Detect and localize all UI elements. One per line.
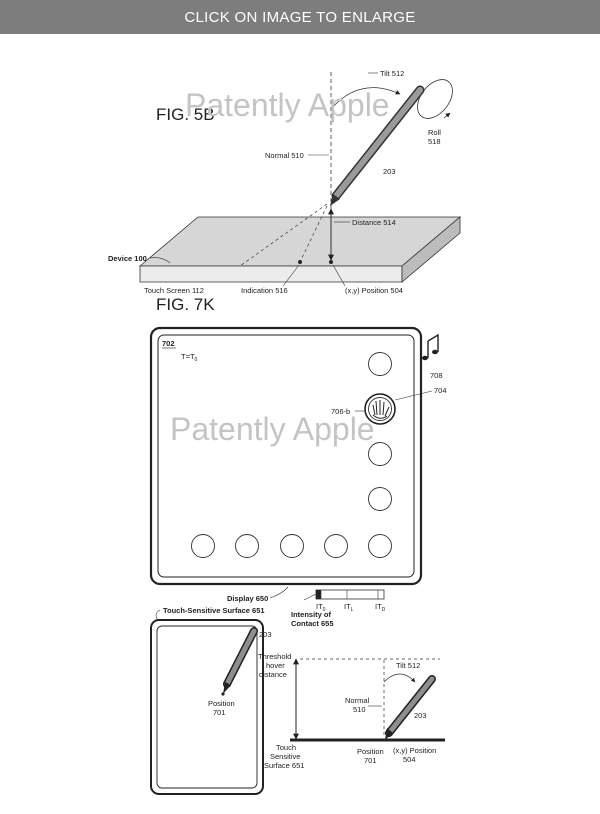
label-roll: Roll bbox=[428, 128, 441, 137]
label-normal-line1: Normal bbox=[345, 696, 370, 705]
label-ts-line3: Surface 651 bbox=[264, 761, 304, 770]
watermark-top: Patently Apple bbox=[185, 87, 390, 123]
label-threshold-line2: hover bbox=[266, 661, 285, 670]
leader-indication bbox=[282, 264, 300, 287]
label-distance-514: Distance 514 bbox=[352, 218, 396, 227]
label-ts-line2: Sensitive bbox=[270, 752, 300, 761]
app-icon-right-4[interactable] bbox=[368, 487, 392, 511]
roll-ellipse bbox=[417, 79, 453, 119]
leader-display bbox=[269, 586, 289, 599]
stylus-5b bbox=[330, 85, 425, 206]
app-icon-right-1[interactable] bbox=[368, 352, 392, 376]
device-side-edge bbox=[401, 216, 461, 283]
label-ts-line1: Touch bbox=[276, 743, 296, 752]
fig-7k: FIG. 7K 702 T=T0 708 706-b 704 bbox=[149, 295, 447, 795]
fig-5b-title: FIG. 5B bbox=[156, 105, 215, 124]
leader-position bbox=[332, 264, 346, 287]
label-intensity-line2: Contact 655 bbox=[291, 619, 334, 628]
label-position-line1: Position bbox=[208, 699, 235, 708]
stylus-7k-side bbox=[385, 675, 436, 740]
label-stylus-203-side: 203 bbox=[414, 711, 427, 720]
label-normal-510: Normal 510 bbox=[265, 151, 304, 160]
fig-7k-title: FIG. 7K bbox=[156, 295, 215, 314]
label-time: T=T0 bbox=[181, 352, 198, 363]
tilt-arc-7k bbox=[383, 673, 416, 683]
dock-icon-1[interactable] bbox=[191, 534, 215, 558]
enlarge-banner-text: CLICK ON IMAGE TO ENLARGE bbox=[184, 8, 416, 26]
app-icon-right-3[interactable] bbox=[368, 442, 392, 466]
label-itl: ITL bbox=[344, 602, 354, 613]
label-704: 704 bbox=[434, 386, 447, 395]
label-display-702: 702 bbox=[162, 339, 175, 348]
leader-704 bbox=[394, 390, 433, 401]
hand-cursor-icon bbox=[372, 400, 390, 419]
label-xy-line2: 504 bbox=[403, 755, 416, 764]
watermark-middle: Patently Apple bbox=[170, 411, 375, 447]
dock-icon-3[interactable] bbox=[280, 534, 304, 558]
label-xy-position-504: (x,y) Position 504 bbox=[345, 286, 403, 295]
label-stylus-203-front: 203 bbox=[259, 630, 272, 639]
label-stylus-203: 203 bbox=[383, 167, 396, 176]
label-it0: IT0 bbox=[316, 602, 326, 613]
dock-icon-4[interactable] bbox=[324, 534, 348, 558]
fig-5b: FIG. 5B Tilt 512 Roll 518 Normal 510 bbox=[108, 69, 462, 295]
leader-intensity bbox=[303, 593, 317, 601]
label-device-100: Device 100 bbox=[108, 254, 147, 263]
indication-point bbox=[298, 260, 302, 264]
label-pos-bottom-line2: 701 bbox=[364, 756, 377, 765]
label-threshold-line1: Threshold bbox=[258, 652, 291, 661]
label-threshold-line3: distance bbox=[259, 670, 287, 679]
label-708: 708 bbox=[430, 371, 443, 380]
intensity-meter bbox=[315, 589, 385, 600]
tilt-arc bbox=[330, 87, 401, 110]
leader-device bbox=[149, 257, 171, 264]
label-itd: ITD bbox=[375, 602, 386, 613]
patent-figures: FIG. 5B Tilt 512 Roll 518 Normal 510 bbox=[108, 69, 462, 795]
label-xy-line1: (x,y) Position bbox=[393, 746, 436, 755]
position-point bbox=[329, 260, 333, 264]
label-normal-line2: 510 bbox=[353, 705, 366, 714]
label-indication-516: Indication 516 bbox=[241, 286, 288, 295]
device-front-edge bbox=[139, 265, 403, 283]
stylus-7k-front bbox=[223, 627, 258, 694]
label-706b: 706-b bbox=[331, 407, 350, 416]
label-display-650: Display 650 bbox=[227, 594, 268, 603]
roll-arrow bbox=[443, 112, 451, 119]
music-note-icon bbox=[422, 333, 439, 361]
label-touch-screen-112: Touch Screen 112 bbox=[144, 286, 204, 295]
label-roll-518: 518 bbox=[428, 137, 441, 146]
display-screen bbox=[157, 334, 415, 578]
dock-icon-5[interactable] bbox=[368, 534, 392, 558]
patent-figure-page[interactable]: FIG. 5B Tilt 512 Roll 518 Normal 510 bbox=[0, 34, 600, 814]
label-tilt-512: Tilt 512 bbox=[380, 69, 404, 78]
label-intensity-line1: Intensity of bbox=[291, 610, 332, 619]
position-701-point bbox=[221, 692, 225, 696]
label-tilt-512-7k: Tilt 512 bbox=[396, 661, 420, 670]
label-pos-bottom-line1: Position bbox=[357, 747, 384, 756]
label-position-line2: 701 bbox=[213, 708, 226, 717]
dock-icon-2[interactable] bbox=[235, 534, 259, 558]
projection-line-2 bbox=[299, 205, 328, 263]
label-touch-surface-651: Touch-Sensitive Surface 651 bbox=[163, 606, 265, 615]
enlarge-banner[interactable]: CLICK ON IMAGE TO ENLARGE bbox=[0, 0, 600, 34]
